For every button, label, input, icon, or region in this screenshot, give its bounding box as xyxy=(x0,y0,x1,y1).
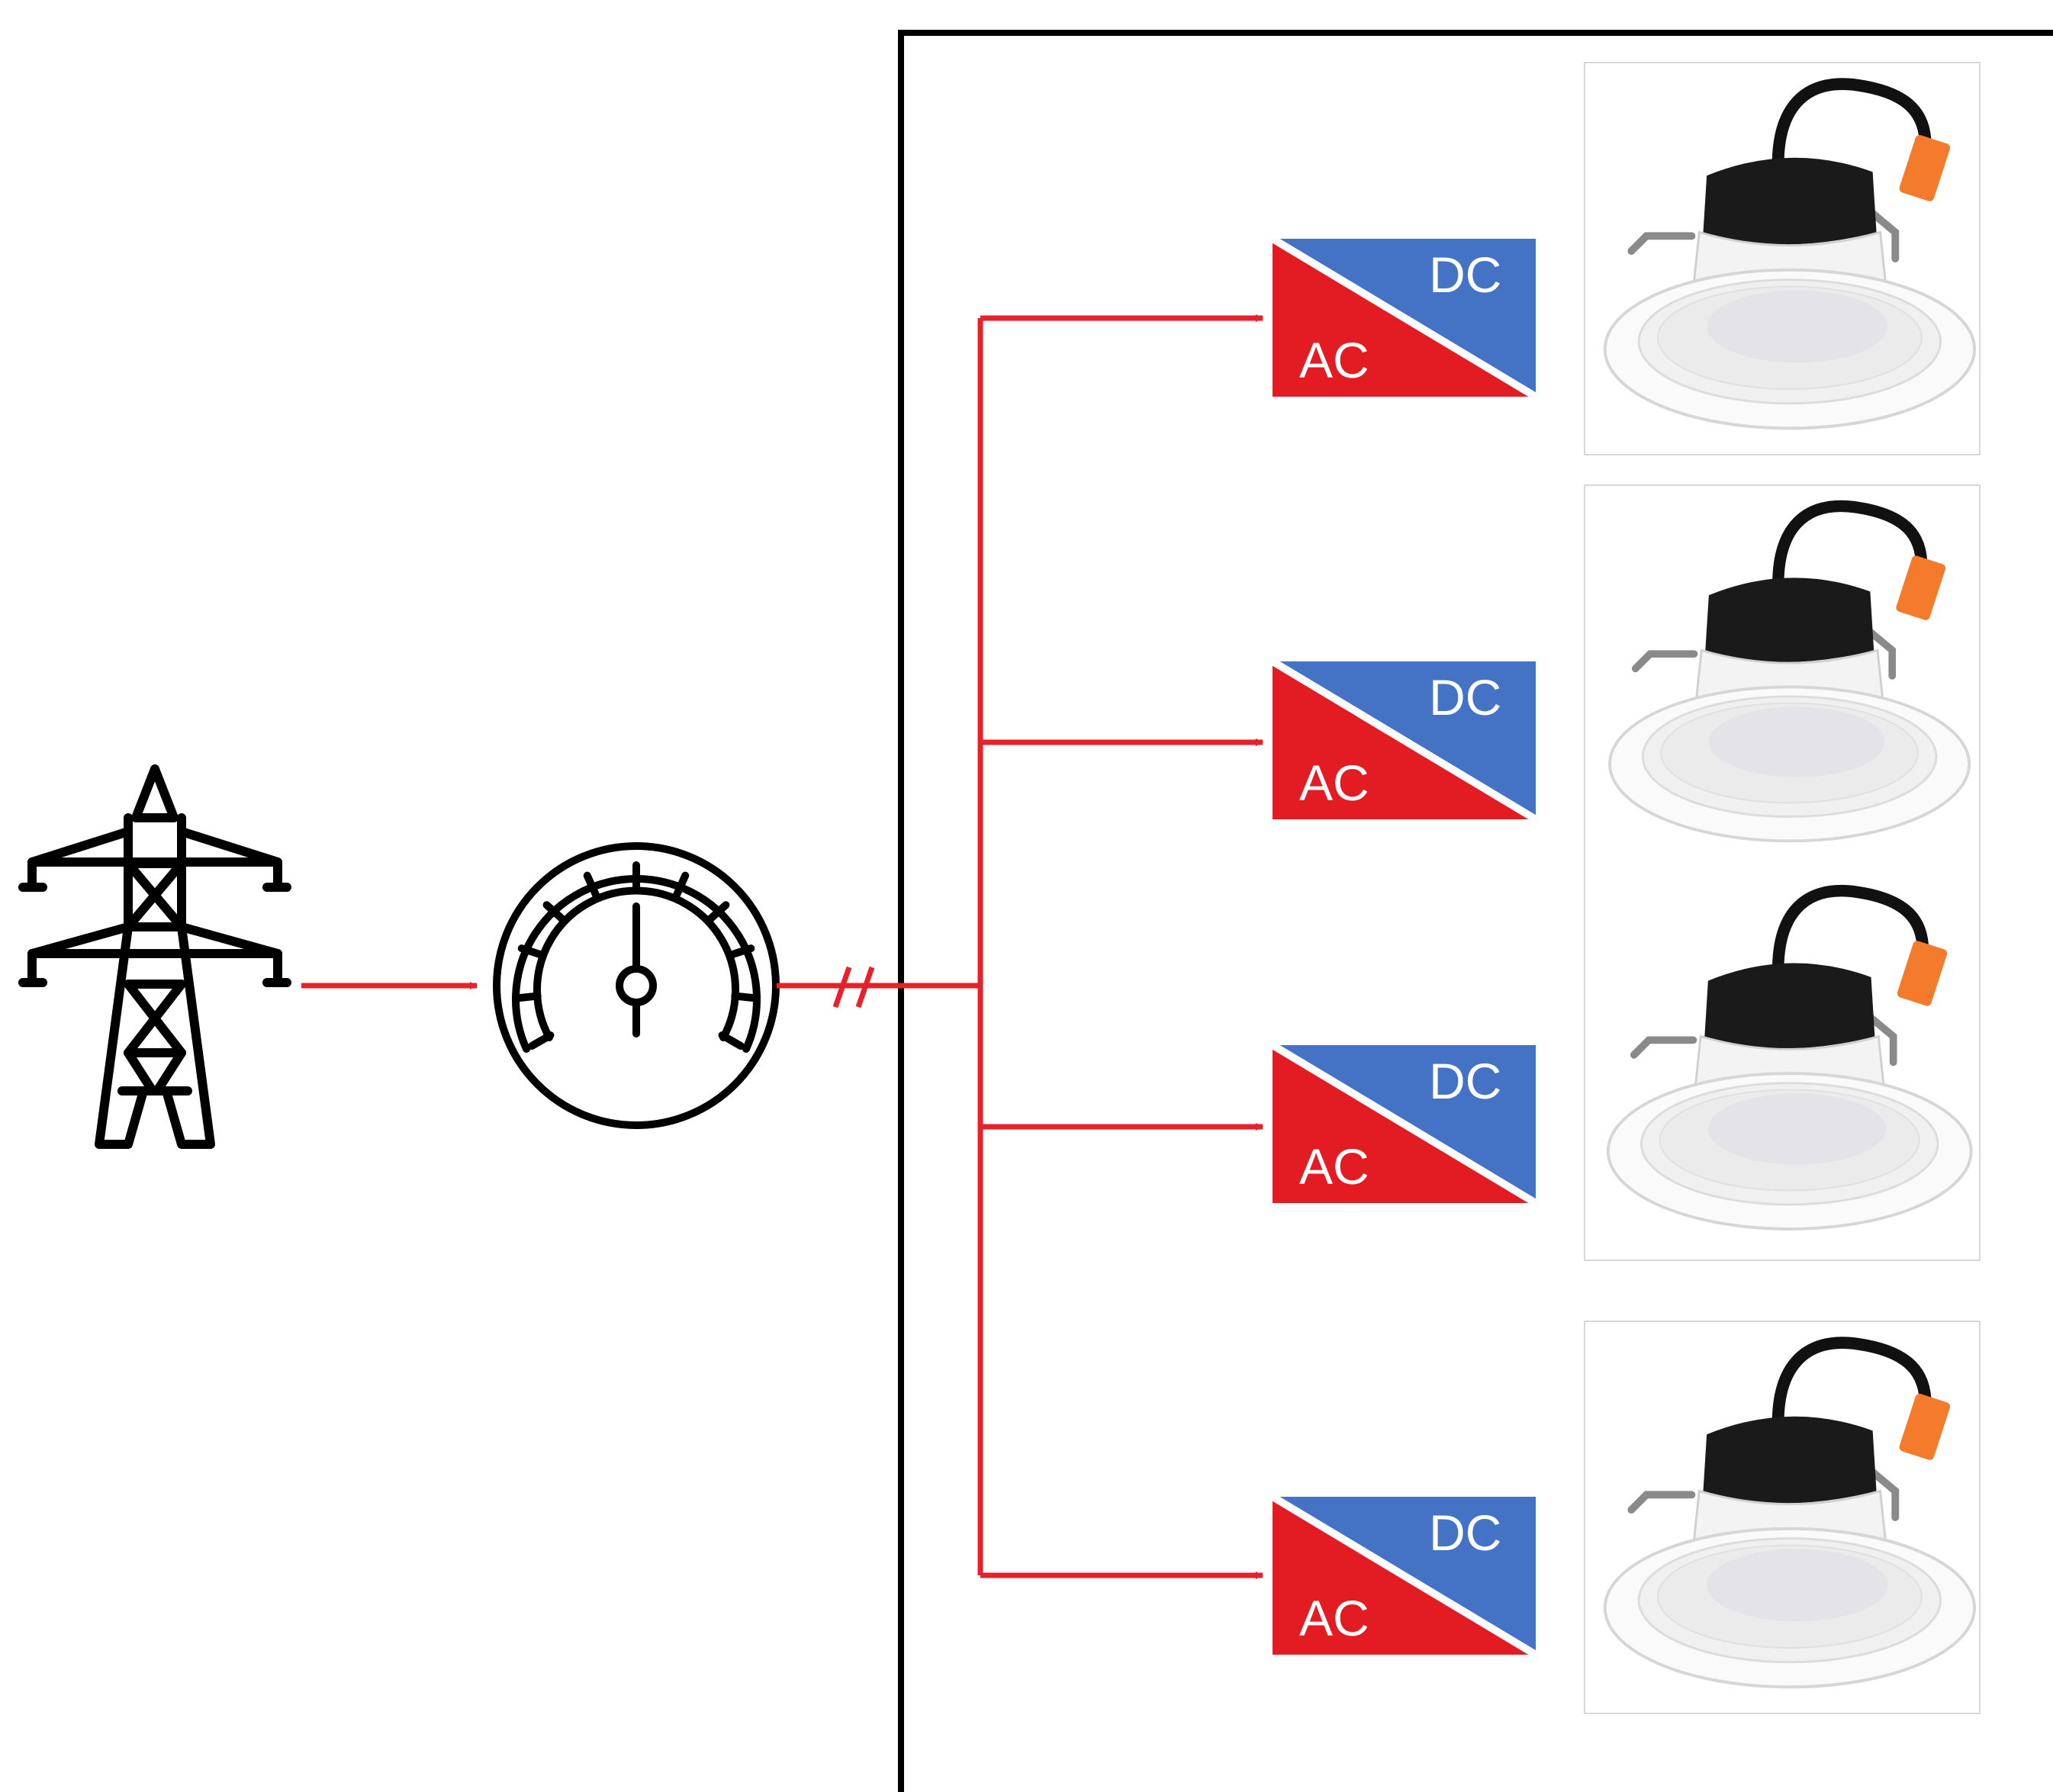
meter-dial-tick xyxy=(517,944,546,959)
transmission-tower-icon xyxy=(18,764,291,1149)
building-boundary xyxy=(898,30,2053,1792)
converter-dc-label: DC xyxy=(1429,1504,1501,1561)
meter-dial-tick xyxy=(512,992,542,1002)
converter-dc-label: DC xyxy=(1429,669,1501,725)
meter-dial-tick xyxy=(718,1031,745,1050)
meter-dial-tick xyxy=(672,871,690,899)
meter-dial-tick xyxy=(583,871,600,899)
meter-dial-tick xyxy=(542,901,567,924)
converter-ac-label: AC xyxy=(1299,754,1369,811)
converter-dc-label: DC xyxy=(1429,246,1501,303)
ac-dc-converter: DC AC xyxy=(1270,235,1538,401)
ac-dc-converter: DC AC xyxy=(1270,1493,1538,1658)
meter-dial-tick xyxy=(528,1031,555,1050)
meter-dial-tick xyxy=(726,944,755,959)
ac-dc-converter: DC AC xyxy=(1270,1041,1538,1207)
converter-ac-label: AC xyxy=(1299,1590,1369,1646)
led-recessed-downlight-icon xyxy=(1584,62,1981,455)
line-break-symbol xyxy=(832,966,875,1009)
electricity-meter-dial-icon xyxy=(493,842,780,1129)
meter-dial-tick xyxy=(731,992,761,1002)
led-recessed-downlight-icon xyxy=(1584,1321,1981,1714)
converter-ac-label: AC xyxy=(1299,1138,1369,1195)
meter-dial-tick xyxy=(706,901,730,924)
converter-dc-label: DC xyxy=(1429,1053,1501,1109)
ac-dc-converter: DC AC xyxy=(1270,658,1538,823)
converter-ac-label: AC xyxy=(1299,332,1369,388)
